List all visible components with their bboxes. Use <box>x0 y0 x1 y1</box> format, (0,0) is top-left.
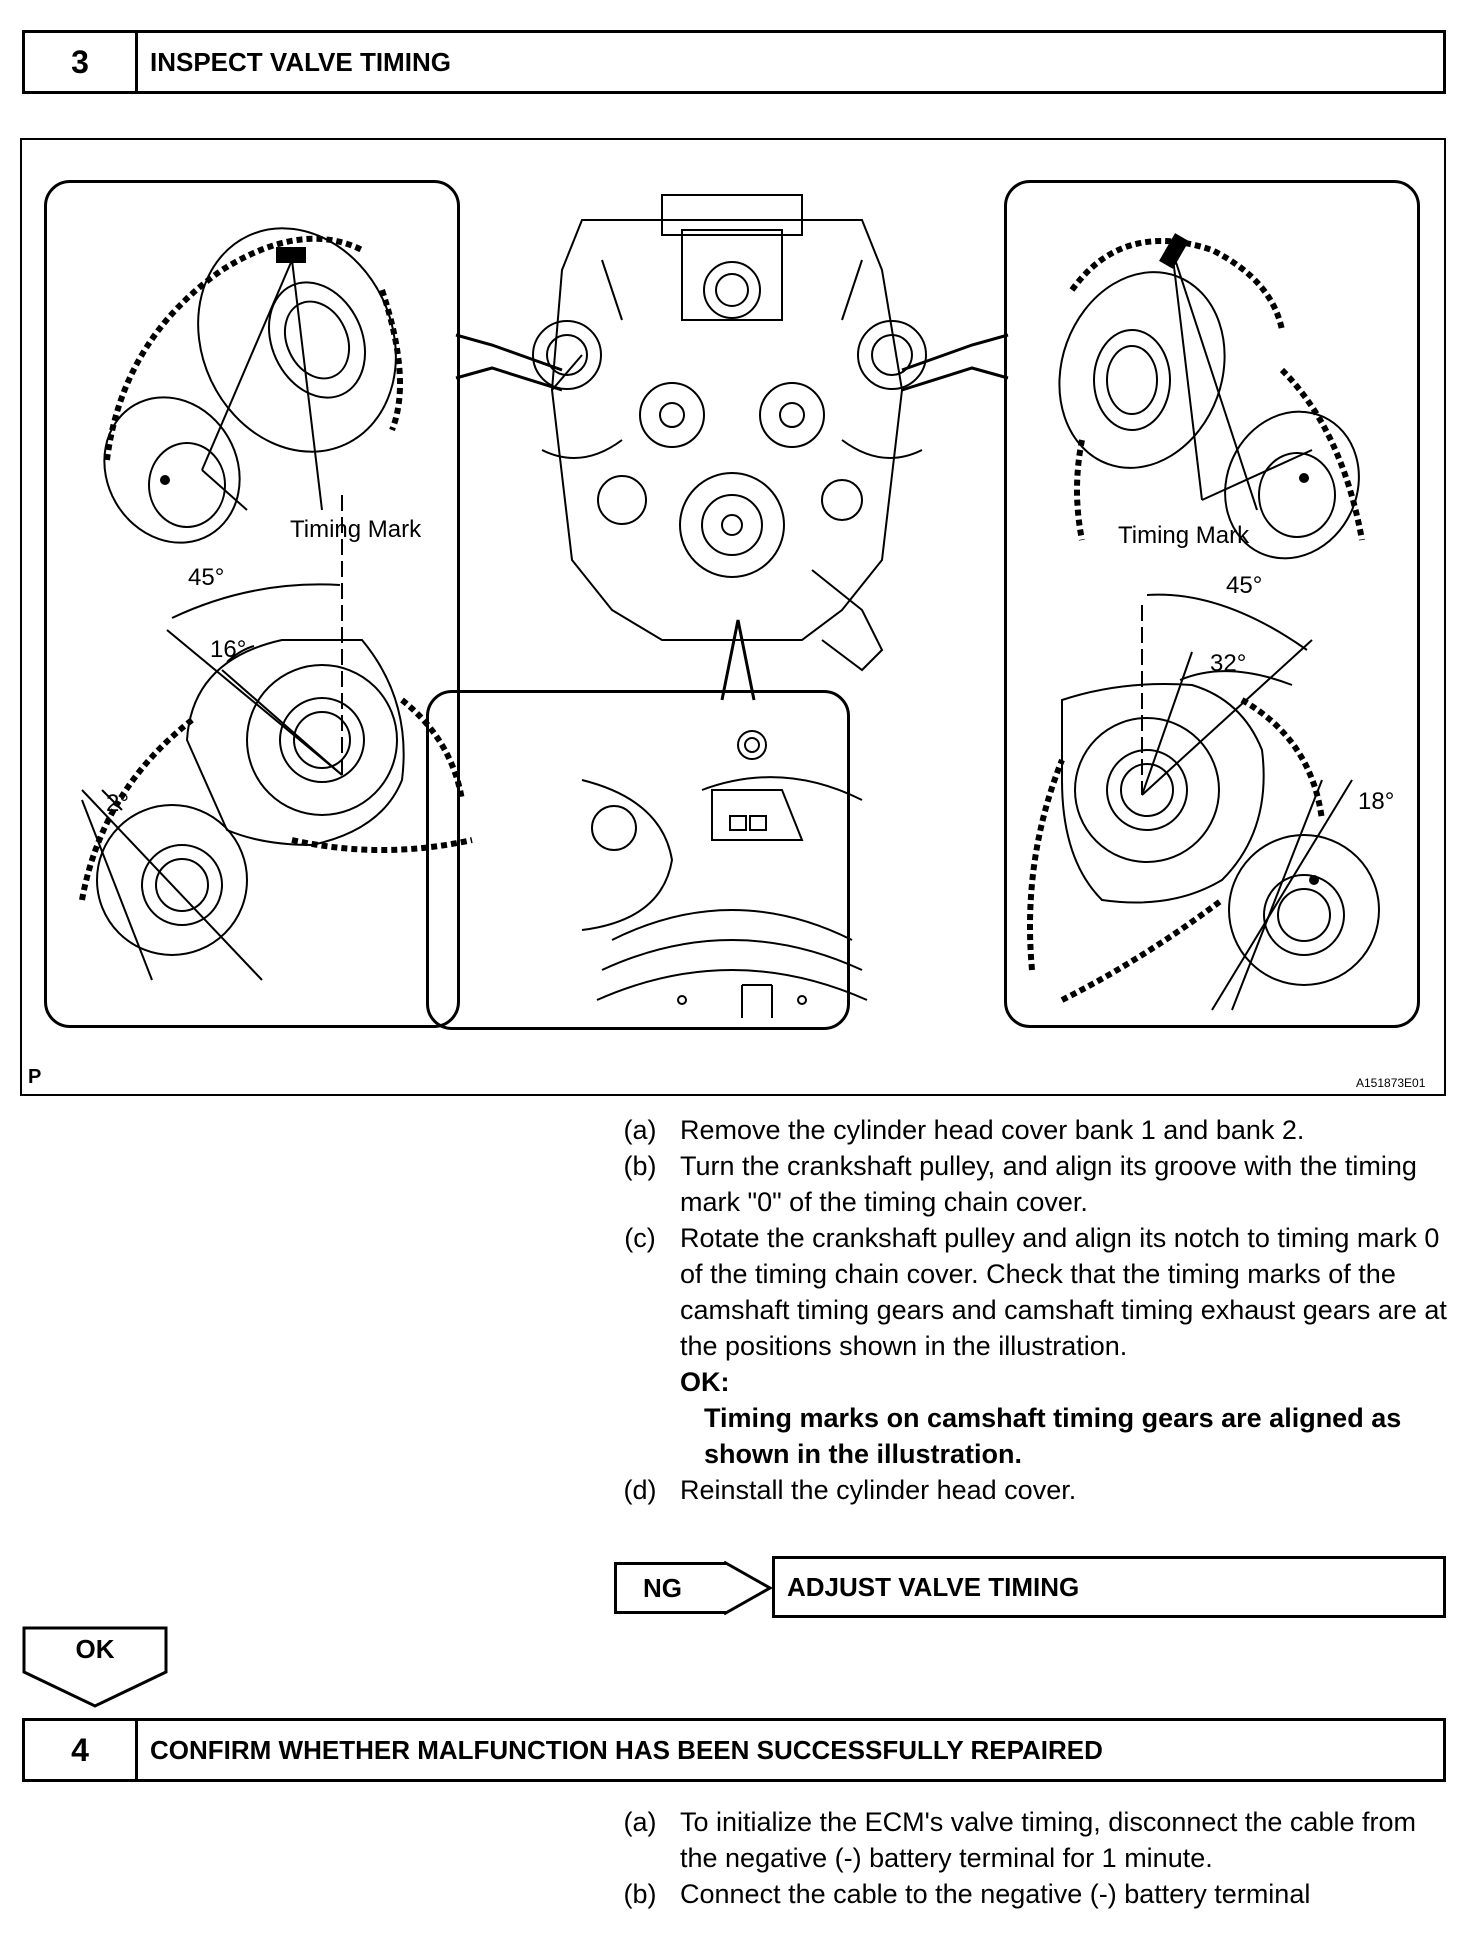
figure-corner-p: P <box>28 1066 42 1088</box>
left-detail-panel <box>44 180 460 1028</box>
instruction-d: (d) Reinstall the cylinder head cover. <box>600 1472 1450 1508</box>
step-4-header: 4 CONFIRM WHETHER MALFUNCTION HAS BEEN S… <box>22 1718 1446 1782</box>
instruction-label: (a) <box>623 1115 657 1145</box>
ok-flow-arrow-icon <box>22 1626 168 1708</box>
instruction-text: Reinstall the cylinder head cover. <box>680 1475 1077 1505</box>
step-number: 4 <box>25 1721 138 1779</box>
instruction-a: (a) Remove the cylinder head cover bank … <box>600 1112 1450 1148</box>
instruction-label: (a) <box>623 1807 657 1837</box>
figure-id: A151873E01 <box>1356 1076 1426 1090</box>
timing-mark-label-left: Timing Mark <box>290 516 422 543</box>
angle-label-45-right: 45° <box>1226 572 1263 599</box>
valve-timing-illustration: Timing Mark 45° 16° 2° Timing Mark 45° 3… <box>20 138 1446 1096</box>
instruction-c: (c) Rotate the crankshaft pulley and ali… <box>600 1220 1450 1364</box>
instruction-text: Turn the crankshaft pulley, and align it… <box>680 1151 1417 1217</box>
instruction-label: (b) <box>623 1879 657 1909</box>
ng-label-box: NG <box>614 1562 726 1614</box>
instruction-label: (d) <box>623 1475 657 1505</box>
engine-illustration <box>79 194 1380 1018</box>
instruction-text: Remove the cylinder head cover bank 1 an… <box>680 1115 1305 1145</box>
instruction-b: (b) Connect the cable to the negative (-… <box>600 1876 1450 1912</box>
instruction-text: Rotate the crankshaft pulley and align i… <box>680 1223 1447 1361</box>
instruction-label: (b) <box>623 1151 657 1181</box>
step-title: CONFIRM WHETHER MALFUNCTION HAS BEEN SUC… <box>150 1734 1103 1765</box>
ng-arrow-icon <box>723 1560 774 1616</box>
instruction-text: Connect the cable to the negative (-) ba… <box>680 1879 1311 1909</box>
angle-label-32: 32° <box>1210 650 1247 677</box>
step-title: INSPECT VALVE TIMING <box>150 46 451 77</box>
instruction-text: To initialize the ECM's valve timing, di… <box>680 1807 1416 1873</box>
instruction-a: (a) To initialize the ECM's valve timing… <box>600 1804 1450 1876</box>
angle-label-2: 2° <box>106 790 129 817</box>
step-3-header: 3 INSPECT VALVE TIMING <box>22 30 1446 94</box>
ok-check-detail: Timing marks on camshaft timing gears ar… <box>704 1403 1402 1469</box>
angle-label-45-left: 45° <box>188 564 225 591</box>
step-3-instructions: (a) Remove the cylinder head cover bank … <box>600 1112 1450 1508</box>
ng-action-box: ADJUST VALVE TIMING <box>772 1556 1446 1618</box>
ok-check-label: OK: <box>680 1367 730 1397</box>
instruction-b: (b) Turn the crankshaft pulley, and alig… <box>600 1148 1450 1220</box>
ok-flow-label: OK <box>75 1634 115 1664</box>
step-4-instructions: (a) To initialize the ECM's valve timing… <box>600 1804 1450 1912</box>
angle-label-16: 16° <box>210 636 247 663</box>
step-number: 3 <box>25 33 138 91</box>
crank-detail-panel <box>426 690 850 1030</box>
angle-label-18: 18° <box>1358 788 1395 815</box>
instruction-label: (c) <box>624 1223 656 1253</box>
timing-mark-label-right: Timing Mark <box>1118 522 1250 549</box>
right-detail-panel <box>1004 180 1420 1028</box>
